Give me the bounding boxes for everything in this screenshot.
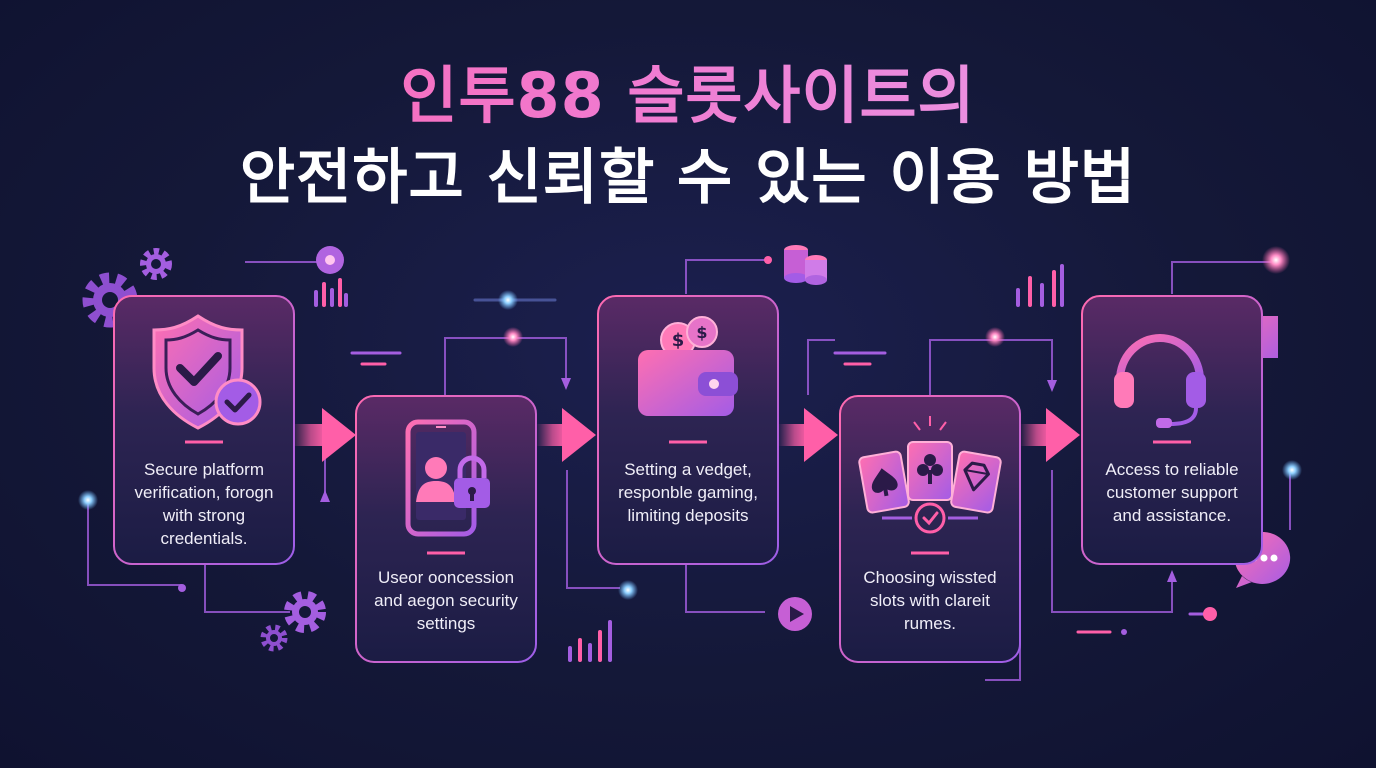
step-1-line-4: credentials. [160,529,248,548]
step-5-line-1: Access to reliable [1105,460,1239,479]
step-1-line-3: with strong [162,506,246,525]
headset-icon [1114,334,1206,428]
step-5-line-3: and assistance. [1112,506,1232,525]
bar-chart-decoration [314,264,1064,662]
gear-icon [140,248,172,280]
step-5-text: Access to reliable customer support and … [1087,458,1257,527]
title-line-2: 안전하고 신뢰할 수 있는 이용 방법 [239,143,1137,213]
step-card-2 [355,395,537,663]
gear-icon [260,624,288,652]
line-arrowheads [320,378,1177,582]
step-2-text: Useor ooncession and aegon security sett… [361,566,531,635]
step-5-line-2: customer support [1106,483,1238,502]
flow-arrows [292,408,1080,462]
step-4-line-1: Choosing wissted [863,568,997,587]
step-3-line-1: Setting a vedget, [624,460,752,479]
play-button-icon [778,597,812,631]
step-2-line-2: and aegon security [374,591,518,610]
flow-arrow-4 [1020,408,1080,462]
svg-text:$: $ [672,330,685,351]
glow-nodes [78,246,1302,635]
step-1-line-2: verification, forogn [134,483,274,502]
playing-cards-icon [858,416,1002,534]
flow-arrow-2 [536,408,596,462]
coin-stack-icon [784,245,827,285]
step-1-line-1: Secure platform [144,460,264,479]
step-3-line-2: responble gaming, [618,483,758,502]
gear-icon [284,591,326,633]
circuit-lines [87,259,1291,681]
flow-arrow-1 [292,408,356,462]
step-4-text: Choosing wissted slots with clareit rume… [845,566,1015,635]
svg-text:$: $ [696,323,707,342]
step-4-line-2: slots with clareit [870,591,990,610]
wallet-coins-icon: $ $ [638,316,738,416]
flow-arrow-3 [778,408,838,462]
step-3-line-3: limiting deposits [627,506,749,525]
shield-check-icon [152,314,262,430]
step-2-line-3: settings [416,614,476,633]
phone-lock-icon [405,419,490,537]
record-button-icon [316,246,344,274]
step-1-text: Secure platform verification, forogn wit… [119,458,289,550]
step-3-text: Setting a vedget, responble gaming, limi… [603,458,773,527]
step-4-line-3: rumes. [904,614,956,633]
step-2-line-1: Useor ooncession [377,568,515,587]
title-line-1: 인투88 슬롯사이트의 [0,58,1376,134]
